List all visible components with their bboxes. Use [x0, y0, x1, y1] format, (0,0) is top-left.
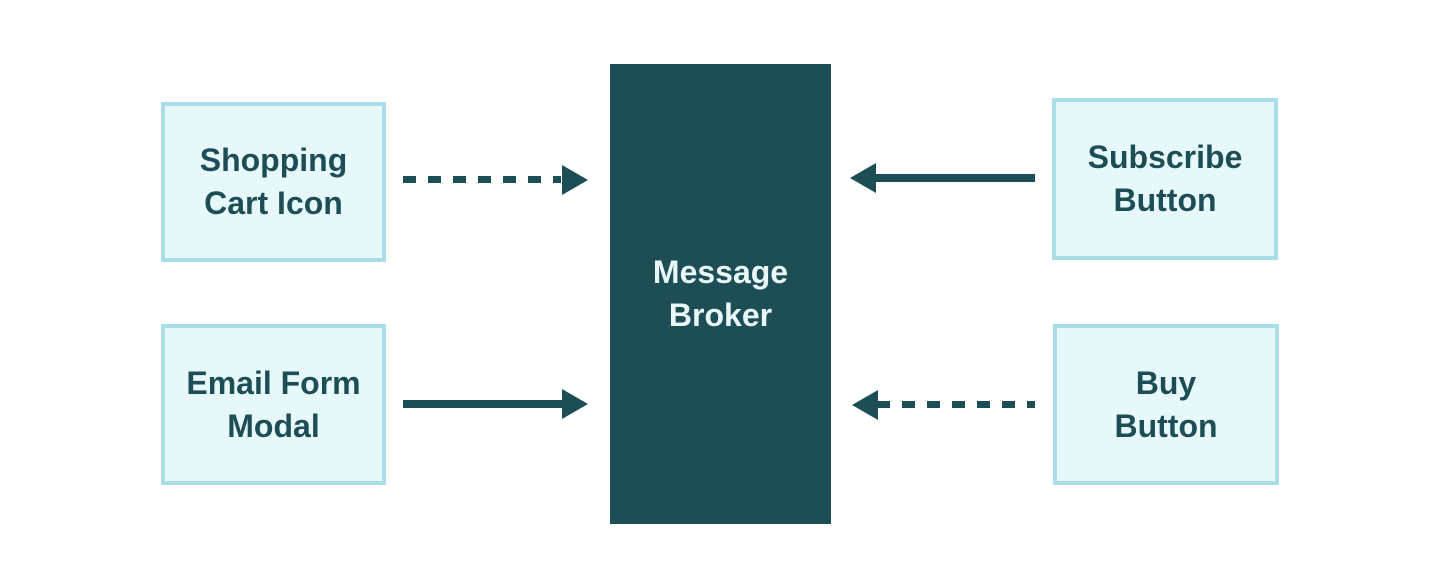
arrowhead-left-icon: [850, 163, 876, 193]
arrowhead-right-icon: [562, 165, 588, 195]
node-subscribe-button-label: Subscribe Button: [1087, 139, 1243, 218]
arrowhead-right-icon: [562, 389, 588, 419]
node-email-form-modal-label: Email Form Modal: [186, 364, 361, 444]
node-shopping-cart-icon: Shopping Cart Icon: [161, 102, 386, 262]
node-shopping-cart-icon-label: Shopping Cart Icon: [199, 142, 348, 221]
dashed-line: [877, 401, 1035, 408]
node-message-broker: Message Broker: [610, 64, 831, 524]
dashed-line: [403, 176, 561, 183]
node-email-form-modal: Email Form Modal: [161, 324, 386, 485]
node-buy-button: Buy Button: [1053, 324, 1279, 485]
solid-line: [874, 174, 1035, 182]
node-subscribe-button: Subscribe Button: [1052, 98, 1278, 260]
node-message-broker-label: Message Broker: [652, 254, 789, 333]
solid-line: [403, 400, 562, 408]
node-buy-button-label: Buy Button: [1114, 364, 1218, 444]
arrowhead-left-icon: [852, 390, 878, 420]
